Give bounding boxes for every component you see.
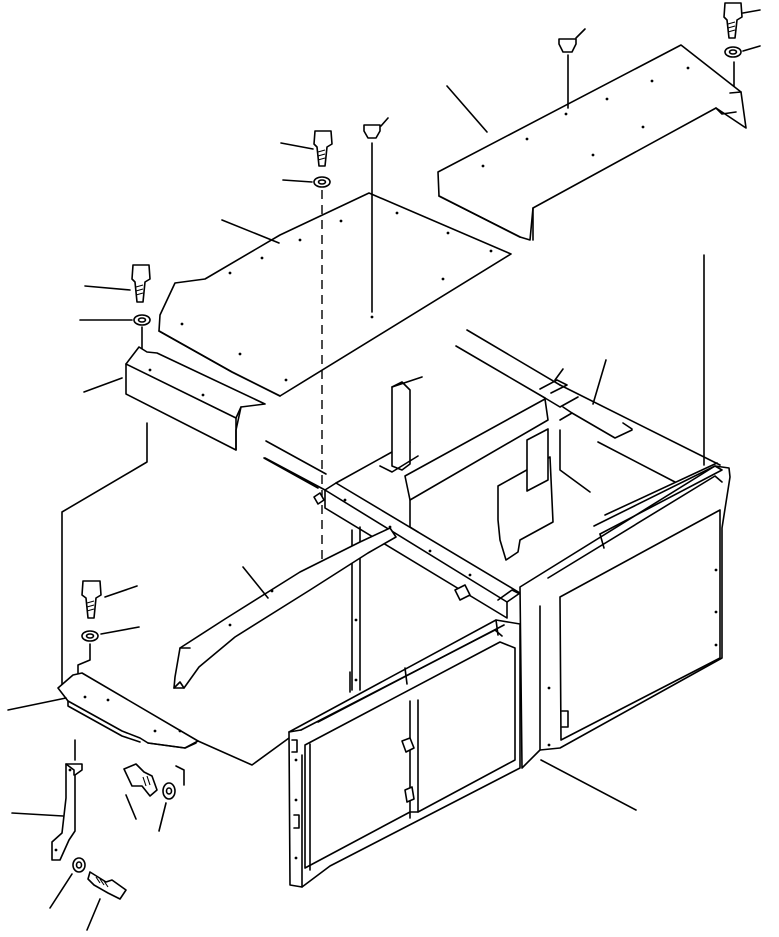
cap-middle bbox=[363, 117, 389, 313]
washer-bracket bbox=[158, 765, 185, 832]
washer-left bbox=[79, 314, 151, 353]
cap-top-right bbox=[558, 28, 586, 109]
bolt-middle bbox=[280, 130, 333, 167]
washer-top-right bbox=[724, 45, 761, 87]
mount-bracket bbox=[11, 739, 83, 861]
frame-assembly bbox=[263, 254, 721, 691]
bolt-left bbox=[84, 264, 151, 303]
bolt-lower bbox=[81, 580, 138, 619]
bottom-plate bbox=[7, 672, 301, 766]
top-plate bbox=[158, 192, 512, 397]
bolt-bottom bbox=[86, 871, 127, 931]
top-right-cover bbox=[437, 44, 747, 241]
front-side-panel bbox=[288, 462, 731, 888]
bolt-bracket bbox=[123, 763, 158, 820]
curved-stay bbox=[173, 527, 397, 689]
bolt-top-right bbox=[723, 2, 761, 39]
washer-bottom bbox=[49, 857, 86, 909]
